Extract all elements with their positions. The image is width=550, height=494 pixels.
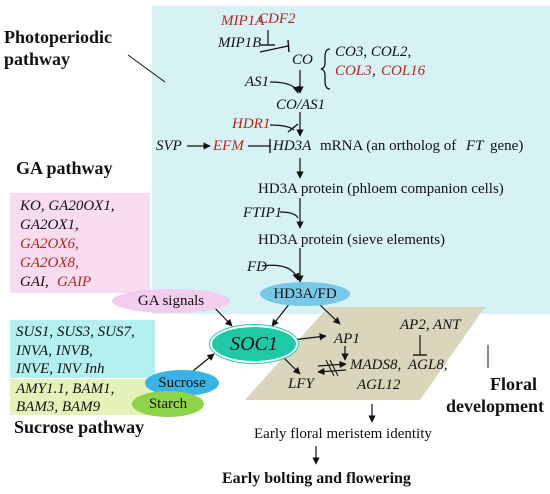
svp-gene: SVP xyxy=(156,138,182,154)
co-family-genes: CO3, COL2, xyxy=(335,44,412,60)
sucrose-genes-line-2: INVA, INVB, xyxy=(16,343,93,359)
ft-gene: FT xyxy=(466,138,484,154)
floral-development-panel xyxy=(245,307,485,400)
starch-genes-line-1: AMY1.1, BAM1, xyxy=(16,381,115,397)
ftip1-gene: FTIP1 xyxy=(243,205,283,221)
floral-development-label-2: development xyxy=(446,396,544,416)
ga-signals-node: GA signals xyxy=(112,289,230,313)
sucrose-genes-line-3: INVE, INV Inh xyxy=(16,361,105,377)
sucrose-pathway-label: Sucrose pathway xyxy=(14,417,145,437)
starch-node: Starch xyxy=(132,391,204,417)
hd3a-gene: HD3A xyxy=(273,138,312,154)
sucrose-genes-line-1: SUS1, SUS3, SUS7, xyxy=(16,324,135,340)
hd3a-mrna-label: mRNA (an ortholog of xyxy=(320,138,457,154)
starch-genes-panel xyxy=(10,379,155,415)
photoperiodic-pathway-label-2: pathway xyxy=(4,49,71,69)
efm-gene: EFM xyxy=(213,138,244,154)
hd3a-protein-sieve: HD3A protein (sieve elements) xyxy=(258,232,446,248)
hdr1-gene: HDR1 xyxy=(232,116,271,132)
gene-suffix: gene) xyxy=(490,138,524,154)
ga-panel xyxy=(10,193,150,293)
ap1-gene: AP1 xyxy=(334,331,360,347)
lfy-gene: LFY xyxy=(288,376,314,392)
soc1-node: SOC1 xyxy=(210,325,298,363)
agl8-gene: AGL8, xyxy=(408,357,448,373)
mip1b-gene: MIP1B xyxy=(218,35,262,51)
hd3a-fd-node: HD3A/FD xyxy=(260,282,350,306)
as1-gene: AS1 xyxy=(245,74,270,90)
floral-development-label: Floral xyxy=(490,374,537,394)
mads8-gene: MADS8, xyxy=(350,357,402,373)
ap2-ant-genes: AP2, ANT xyxy=(400,317,461,333)
sucrose-genes-panel xyxy=(10,320,155,378)
gai-gene: GAI, xyxy=(20,274,49,290)
agl12-gene: AGL12 xyxy=(357,377,401,393)
co-gene: CO xyxy=(292,52,313,68)
co-as1-complex: CO/AS1 xyxy=(276,97,326,113)
hd3a-protein-phloem: HD3A protein (phloem companion cells) xyxy=(258,181,504,197)
ga-genes-line-2: GA2OX1, xyxy=(20,217,79,233)
photoperiodic-leader-line xyxy=(127,54,166,83)
photoperiodic-pathway-label: Photoperiodic xyxy=(4,27,112,47)
photoperiodic-panel xyxy=(152,6,550,314)
gaip-gene: GAIP xyxy=(57,274,92,290)
fd-gene: FD xyxy=(247,259,267,275)
meristem-identity-outcome: Early floral meristem identity xyxy=(254,426,432,442)
col-separator: , xyxy=(372,63,376,79)
ga-genes-line-4: GA2OX8, xyxy=(20,255,79,271)
bolting-flowering-outcome: Early bolting and flowering xyxy=(222,470,411,487)
ga-genes-line-3: GA2OX6, xyxy=(20,236,79,252)
mip1a-gene: MIP1A xyxy=(221,13,265,29)
ga-genes-line-1: KO, GA20OX1, xyxy=(20,198,115,214)
starch-genes-line-2: BAM3, BAM9 xyxy=(16,399,101,415)
col3-gene: COL3 xyxy=(335,63,372,79)
cdf2-gene: CDF2 xyxy=(258,11,296,27)
col16-gene: COL16 xyxy=(381,63,426,79)
ga-pathway-label: GA pathway xyxy=(16,158,113,178)
